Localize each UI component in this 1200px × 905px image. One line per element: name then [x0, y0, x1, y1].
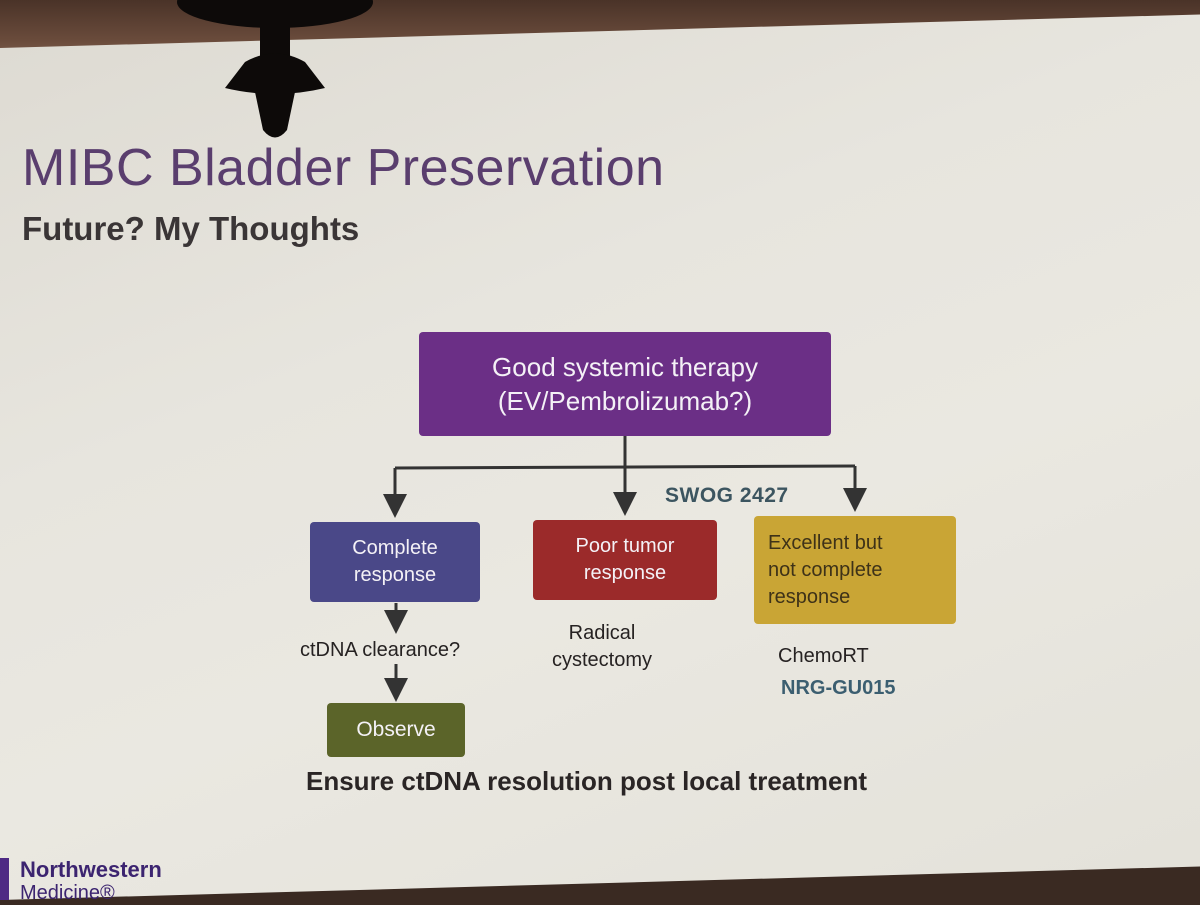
logo-northwestern: Northwestern: [20, 857, 162, 882]
systemic-therapy-line1: Good systemic therapy: [492, 352, 758, 382]
poor-response-box: Poor tumor response: [533, 520, 717, 600]
footer-statement: Ensure ctDNA resolution post local treat…: [306, 766, 868, 796]
systemic-therapy-line2: (EV/Pembrolizumab?): [497, 386, 753, 416]
ceiling-fixture: [177, 0, 373, 138]
observe-box: Observe: [327, 703, 465, 757]
complete-response-line1: Complete: [352, 537, 438, 559]
swog-trial-label: SWOG 2427: [665, 484, 789, 507]
ctdna-clearance-label: ctDNA clearance?: [300, 639, 461, 661]
excellent-response-box: Excellent but not complete response: [754, 516, 956, 624]
poor-response-line2: response: [583, 562, 667, 584]
chemort-label: ChemoRT: [778, 645, 869, 667]
excellent-response-line3: response: [768, 585, 851, 608]
excellent-response-line1: Excellent but: [768, 531, 883, 554]
radical-cystectomy-label: Radical cystectomy: [552, 620, 652, 674]
connector-crossbar: [394, 464, 856, 470]
excellent-response-line2: not complete: [768, 558, 883, 581]
logo-medicine: Medicine®: [20, 882, 115, 904]
radical-cystectomy-line1: Radical: [568, 622, 636, 644]
observe-label: Observe: [356, 718, 436, 741]
slide-subtitle: Future? My Thoughts: [22, 210, 360, 247]
nrg-trial-label: NRG-GU015: [781, 677, 896, 699]
systemic-therapy-box: Good systemic therapy (EV/Pembrolizumab?…: [419, 332, 831, 436]
complete-response-line2: response: [353, 564, 437, 586]
radical-cystectomy-line2: cystectomy: [552, 649, 653, 671]
poor-response-line1: Poor tumor: [575, 535, 675, 557]
logo-bar: [0, 858, 9, 900]
slide-title: MIBC Bladder Preservation: [22, 139, 665, 197]
complete-response-box: Complete response: [310, 522, 480, 602]
